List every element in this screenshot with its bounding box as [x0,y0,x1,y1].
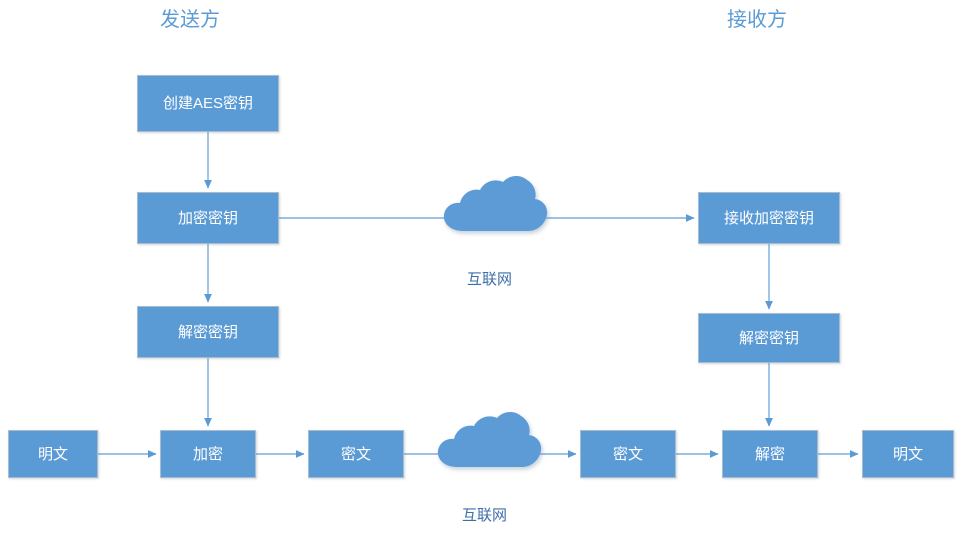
node-decrypt-key-right[interactable]: 解密密钥 [698,313,840,363]
node-decrypt-key-left[interactable]: 解密密钥 [137,306,279,358]
node-encrypt-key[interactable]: 加密密钥 [137,192,279,244]
internet-cloud-bottom-icon [437,412,542,467]
internet-label-top: 互联网 [467,271,513,288]
node-ciphertext-left[interactable]: 密文 [308,430,404,478]
internet-label-bottom: 互联网 [462,507,508,524]
node-plaintext-left[interactable]: 明文 [8,430,98,478]
lane-title-receiver: 接收方 [727,9,787,31]
node-encrypt[interactable]: 加密 [160,430,256,478]
node-decrypt[interactable]: 解密 [722,430,818,478]
lane-title-sender: 发送方 [160,9,220,31]
node-receive-encrypted-key[interactable]: 接收加密密钥 [698,192,840,244]
node-ciphertext-right[interactable]: 密文 [580,430,676,478]
node-plaintext-right[interactable]: 明文 [862,430,954,478]
internet-cloud-top-icon [443,176,548,231]
node-create-aes-key[interactable]: 创建AES密钥 [137,75,279,132]
